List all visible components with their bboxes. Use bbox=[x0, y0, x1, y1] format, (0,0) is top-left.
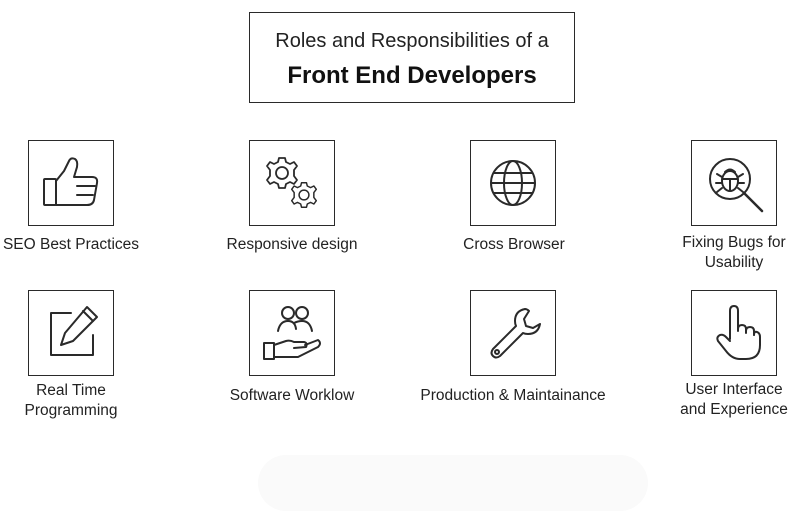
item-responsive-label: Responsive design bbox=[226, 236, 358, 253]
item-production-icon-box bbox=[470, 290, 556, 376]
background-highlight bbox=[258, 455, 648, 511]
item-seo-icon-box bbox=[28, 140, 114, 226]
item-fixing-bugs-icon-box bbox=[691, 140, 777, 226]
item-software-workflow-icon-box bbox=[249, 290, 335, 376]
bug-magnifier-icon bbox=[709, 158, 764, 213]
item-realtime-icon-box bbox=[28, 290, 114, 376]
gears-icon bbox=[266, 157, 318, 209]
globe-icon bbox=[490, 160, 536, 206]
item-responsive-icon-box bbox=[249, 140, 335, 226]
wrench-icon bbox=[490, 308, 541, 359]
title-line-1: Roles and Responsibilities of a bbox=[275, 30, 549, 52]
item-fixing-bugs-label: Fixing Bugs for Usability bbox=[682, 234, 786, 271]
item-production-label: Production & Maintainance bbox=[420, 387, 606, 404]
title-line-2: Front End Developers bbox=[287, 62, 537, 89]
item-seo-label: SEO Best Practices bbox=[2, 236, 140, 253]
item-ui-ux-label: User Interface and Experience bbox=[680, 381, 788, 418]
item-realtime-label: Real Time Programming bbox=[24, 382, 118, 419]
item-ui-ux-icon-box bbox=[691, 290, 777, 376]
team-hand-icon bbox=[263, 306, 321, 360]
thumbs-up-icon bbox=[43, 157, 99, 206]
edit-pencil-icon bbox=[50, 306, 98, 356]
pointer-hand-icon bbox=[716, 305, 761, 360]
item-cross-browser-icon-box bbox=[470, 140, 556, 226]
item-cross-browser-label: Cross Browser bbox=[463, 236, 565, 253]
title-box: Roles and Responsibilities of a Front En… bbox=[249, 12, 575, 103]
item-software-workflow-label: Software Worklow bbox=[229, 387, 355, 404]
